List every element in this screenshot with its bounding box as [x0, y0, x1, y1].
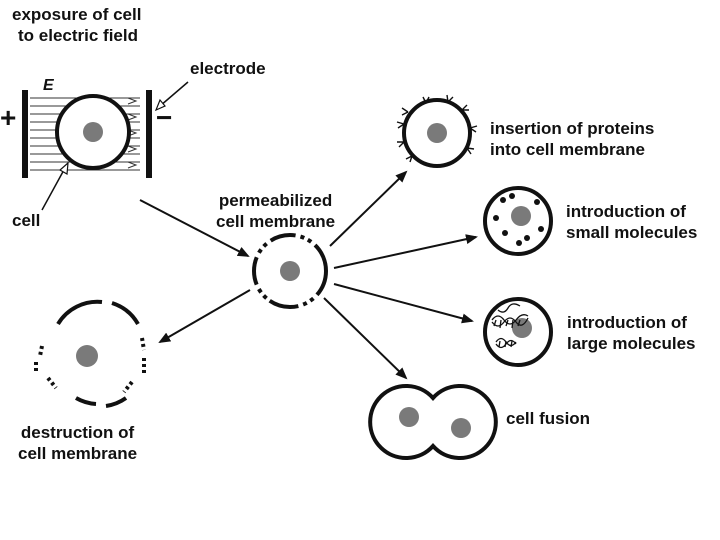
- insertion-label-line1: insertion of proteins: [490, 119, 655, 138]
- positive-electrode: [22, 90, 28, 178]
- exposure-label: exposure of cell to electric field: [12, 4, 141, 46]
- destruction-label-line1: destruction of: [20, 423, 135, 442]
- protein-insertion-cell: [396, 94, 478, 168]
- protein-insertion-nucleus: [427, 123, 447, 143]
- large-molecules-label-line2: large molecules: [567, 334, 696, 353]
- insertion-label-line2: into cell membrane: [490, 140, 645, 159]
- small-molecule-dots: [493, 193, 544, 246]
- insertion-label: insertion of proteins into cell membrane: [490, 118, 654, 160]
- minus-sign-label: −: [156, 102, 173, 133]
- destruction-label-line2: cell membrane: [18, 444, 138, 463]
- arrow-to-large-molecules: [333, 283, 474, 324]
- arrow-to-fusion: [323, 297, 408, 380]
- dna-strands: [491, 303, 529, 349]
- fused-cells: [368, 384, 498, 460]
- flow-arrows: [139, 170, 478, 380]
- destroyed-cell: [34, 299, 146, 408]
- permeabilized-nucleus: [280, 261, 300, 281]
- field-symbol-label: E: [43, 77, 54, 94]
- small-molecules-nucleus: [511, 206, 531, 226]
- large-molecules-cell: [483, 297, 553, 367]
- plus-sign-label: +: [0, 102, 17, 133]
- arrow-to-destruction: [158, 289, 251, 344]
- cell-label: cell: [12, 211, 41, 230]
- fused-nucleus-left: [399, 407, 419, 427]
- cell-fusion-label: cell fusion: [506, 409, 591, 428]
- destruction-label: destruction of cell membrane: [18, 422, 137, 464]
- exposure-label-line2: to electric field: [18, 26, 138, 45]
- small-molecules-cell: [483, 186, 553, 256]
- permeabilized-label-line2: cell membrane: [216, 212, 336, 231]
- destroyed-cell-nucleus: [76, 345, 98, 367]
- permeabilized-label: permeabilized cell membrane: [216, 190, 335, 232]
- electrode-label: electrode: [190, 59, 266, 78]
- permeabilized-cell: [252, 233, 328, 309]
- fused-nucleus-right: [451, 418, 471, 438]
- arrow-to-insertion: [329, 170, 408, 247]
- exposed-cell-nucleus: [83, 122, 103, 142]
- arrow-to-small-molecules: [333, 234, 478, 269]
- large-molecules-label-line1: introduction of: [567, 313, 687, 332]
- inserted-proteins: [396, 94, 478, 163]
- electroporation-setup: [22, 81, 189, 211]
- arrow-to-permeabilized: [139, 199, 250, 257]
- exposure-label-line1: exposure of cell: [12, 5, 142, 24]
- electrode-pointer: [159, 81, 189, 107]
- small-molecules-label-line1: introduction of: [566, 202, 686, 221]
- permeabilized-label-line1: permeabilized: [218, 191, 333, 210]
- small-molecules-label-line2: small molecules: [566, 223, 698, 242]
- small-molecules-label: introduction of small molecules: [566, 201, 697, 243]
- negative-electrode: [146, 90, 152, 178]
- large-molecules-label: introduction of large molecules: [567, 312, 696, 354]
- cell-pointer: [41, 167, 66, 211]
